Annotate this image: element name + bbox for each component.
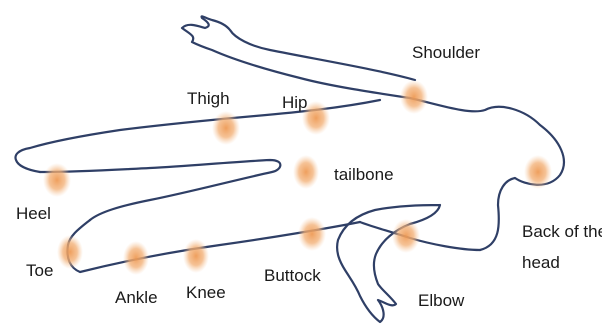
label-shoulder: Shoulder — [412, 43, 480, 62]
label-heel: Heel — [16, 204, 51, 223]
thigh-spot — [212, 111, 240, 145]
label-ankle: Ankle — [115, 288, 158, 307]
back-of-head-spot — [524, 155, 552, 189]
label-back-of-head-line2: head — [522, 253, 560, 272]
label-buttock: Buttock — [264, 266, 321, 285]
toe-spot — [57, 235, 83, 269]
knee-spot — [183, 239, 209, 273]
label-tailbone: tailbone — [334, 165, 394, 184]
tailbone-spot — [293, 155, 319, 189]
heel-spot — [43, 163, 71, 197]
label-elbow: Elbow — [418, 291, 465, 310]
ankle-spot — [123, 241, 149, 275]
buttock-spot — [298, 217, 326, 251]
elbow-spot — [392, 219, 420, 253]
label-toe: Toe — [26, 261, 53, 280]
label-knee: Knee — [186, 283, 226, 302]
label-thigh: Thigh — [187, 89, 230, 108]
label-back-of-head-line1: Back of the — [522, 222, 602, 241]
label-hip: Hip — [282, 93, 308, 112]
shoulder-spot — [400, 80, 428, 114]
